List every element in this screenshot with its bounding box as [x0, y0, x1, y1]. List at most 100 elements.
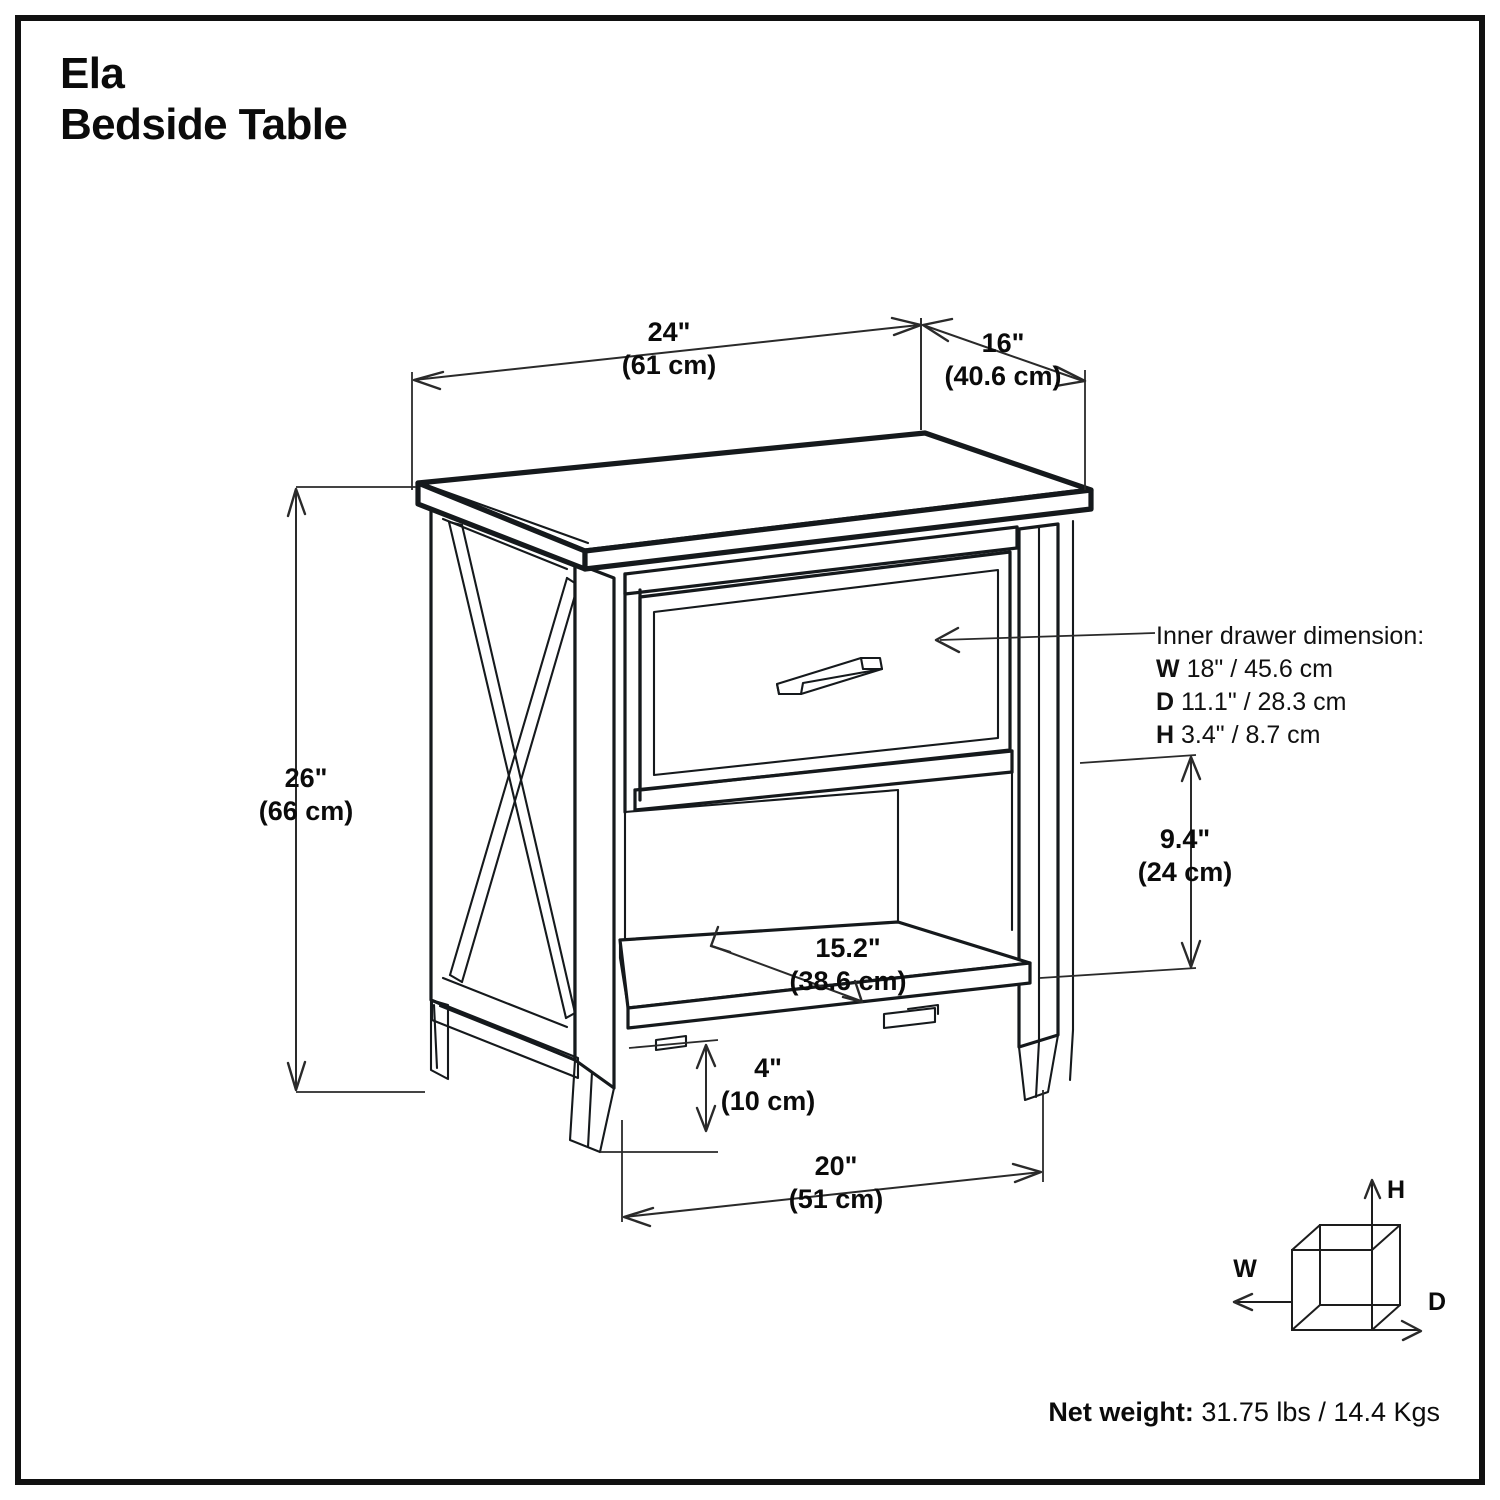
product-type: Bedside Table — [60, 100, 348, 150]
axis-legend: H W D — [1232, 1176, 1446, 1342]
shelf-height-value-metric: (24 cm) — [1138, 857, 1233, 887]
dimension-floor-clearance: 4" (10 cm) — [600, 1039, 816, 1153]
clearance-value-metric: (10 cm) — [721, 1086, 816, 1116]
shelf-hardware-brackets — [654, 1003, 940, 1052]
inner-drawer-key-w: W — [1156, 655, 1180, 683]
net-weight-label: Net weight: — [1048, 1397, 1194, 1427]
shelf-depth-arrow-start — [709, 925, 732, 954]
shelf-height-value-imperial: 9.4" — [1160, 824, 1210, 854]
legend-axis-depth-arrow — [1400, 1319, 1423, 1342]
x-brace-strut-a-edge1 — [447, 520, 568, 1020]
legend-axis-height-arrow — [1363, 1178, 1382, 1200]
clearance-arrow-top — [695, 1043, 717, 1070]
x-brace-strut-b-edge2 — [460, 583, 580, 984]
bracket-right-top — [906, 1003, 940, 1016]
drawer-front — [638, 550, 1012, 792]
shelf-height-ext-top — [1079, 754, 1197, 764]
legend-label-width: W — [1233, 1255, 1257, 1283]
depth-dim-line — [922, 324, 1084, 382]
legend-label-height: H — [1387, 1176, 1405, 1204]
shelf-height-arrow-top — [1180, 755, 1202, 783]
drawer-bottom-rail — [633, 749, 1014, 792]
lower-shelf — [618, 920, 1032, 1030]
drawer-front-bevel — [652, 568, 1000, 777]
dimension-base-width: 20" (51 cm) — [621, 1090, 1044, 1228]
drawer-top-rail — [623, 525, 1019, 576]
base-width-value-metric: (51 cm) — [789, 1184, 884, 1214]
width-value-metric: (61 cm) — [622, 350, 717, 380]
front-left-post — [573, 561, 616, 1090]
front-left-post-face — [573, 561, 616, 1090]
base-width-dim-line — [623, 1171, 1042, 1218]
lower-shelf-front-edge — [626, 961, 1032, 1030]
bracket-left — [654, 1034, 688, 1052]
height-arrow-bottom — [286, 1060, 307, 1092]
legend-cube-connecting-edges — [1291, 1224, 1401, 1331]
product-name: Ela — [60, 49, 125, 98]
leg-right-front — [1017, 1033, 1060, 1102]
inner-drawer-row-h: H 3.4" / 8.7 cm — [1156, 719, 1424, 752]
net-weight-value: 31.75 lbs / 14.4 Kgs — [1201, 1397, 1440, 1427]
x-brace-strut-a-edge2 — [460, 523, 577, 1015]
inner-drawer-value-w: 18" / 45.6 cm — [1186, 655, 1334, 683]
net-weight-block: Net weight: 31.75 lbs / 14.4 Kgs — [1048, 1397, 1440, 1428]
legend-axis-width-arrow — [1232, 1292, 1254, 1312]
clearance-ext-top — [628, 1039, 719, 1049]
clearance-arrow-bottom — [695, 1104, 717, 1133]
shelf-depth-value-imperial: 15.2" — [815, 933, 880, 963]
shelf-depth-arrow-end — [841, 979, 864, 1004]
inner-drawer-leader — [934, 626, 1156, 654]
legend-cube-back-face — [1319, 1224, 1401, 1306]
leg-front-left-taper — [586, 1070, 594, 1149]
table-top — [415, 430, 1094, 572]
leg-right-rear — [1068, 1028, 1075, 1082]
drawer-pull-handle — [775, 656, 884, 696]
bedside-table-illustration — [415, 430, 1094, 1154]
bracket-right — [882, 1006, 937, 1030]
shelf-depth-value-metric: (38.6 cm) — [789, 966, 906, 996]
dimension-open-shelf-height: 9.4" (24 cm) — [1039, 754, 1233, 979]
shelf-cavity-back-top — [623, 788, 900, 814]
left-side-panel — [429, 503, 580, 1062]
inner-drawer-leader-arrow — [934, 626, 961, 654]
side-panel-top-rail — [441, 517, 569, 571]
lower-shelf-left-edge — [618, 938, 630, 1010]
depth-arrow-left — [921, 317, 954, 343]
handle-right-foot — [859, 656, 884, 671]
inner-drawer-value-d: 11.1" / 28.3 cm — [1181, 688, 1347, 716]
inner-drawer-key-h: H — [1156, 721, 1175, 749]
inner-drawer-key-d: D — [1156, 688, 1175, 716]
shelf-height-arrow-bottom — [1180, 939, 1202, 969]
inner-drawer-leader-line — [939, 632, 1156, 641]
base-width-arrow-right — [1011, 1162, 1043, 1184]
stretcher-scribe — [438, 1004, 574, 1061]
depth-arrow-right — [1054, 365, 1087, 388]
table-top-scribe — [430, 485, 590, 545]
page-title: Ela Bedside Table — [60, 48, 348, 150]
width-value-imperial: 24" — [648, 317, 691, 347]
handle-lower-edge — [799, 667, 884, 696]
clearance-value-imperial: 4" — [754, 1053, 782, 1083]
drawer-bottom-rail-lower — [633, 770, 1014, 812]
leg-rear-left-taper — [432, 1003, 439, 1070]
inner-drawer-value-h: 3.4" / 8.7 cm — [1181, 721, 1321, 749]
leg-rear-left — [429, 998, 450, 1081]
inner-drawer-row-w: W 18" / 45.6 cm — [1156, 653, 1424, 686]
legend-label-depth: D — [1428, 1288, 1446, 1316]
base-width-arrow-left — [622, 1206, 655, 1228]
height-arrow-top — [286, 487, 307, 518]
handle-left-foot — [775, 682, 781, 696]
dimension-overall-depth: 16" (40.6 cm) — [920, 317, 1087, 490]
width-dim-line — [413, 324, 920, 381]
height-value-imperial: 26" — [285, 763, 328, 793]
inner-drawer-callout: Inner drawer dimension: W 18" / 45.6 cm … — [1156, 620, 1424, 752]
x-brace-strut-b-edge1 — [448, 576, 569, 977]
height-value-metric: (66 cm) — [259, 796, 354, 826]
depth-value-imperial: 16" — [982, 328, 1025, 358]
legs — [429, 998, 1075, 1154]
leg-right-taper — [1034, 1039, 1041, 1099]
shelf-height-ext-bottom — [1039, 967, 1197, 979]
drawer-carcass — [623, 525, 1019, 814]
